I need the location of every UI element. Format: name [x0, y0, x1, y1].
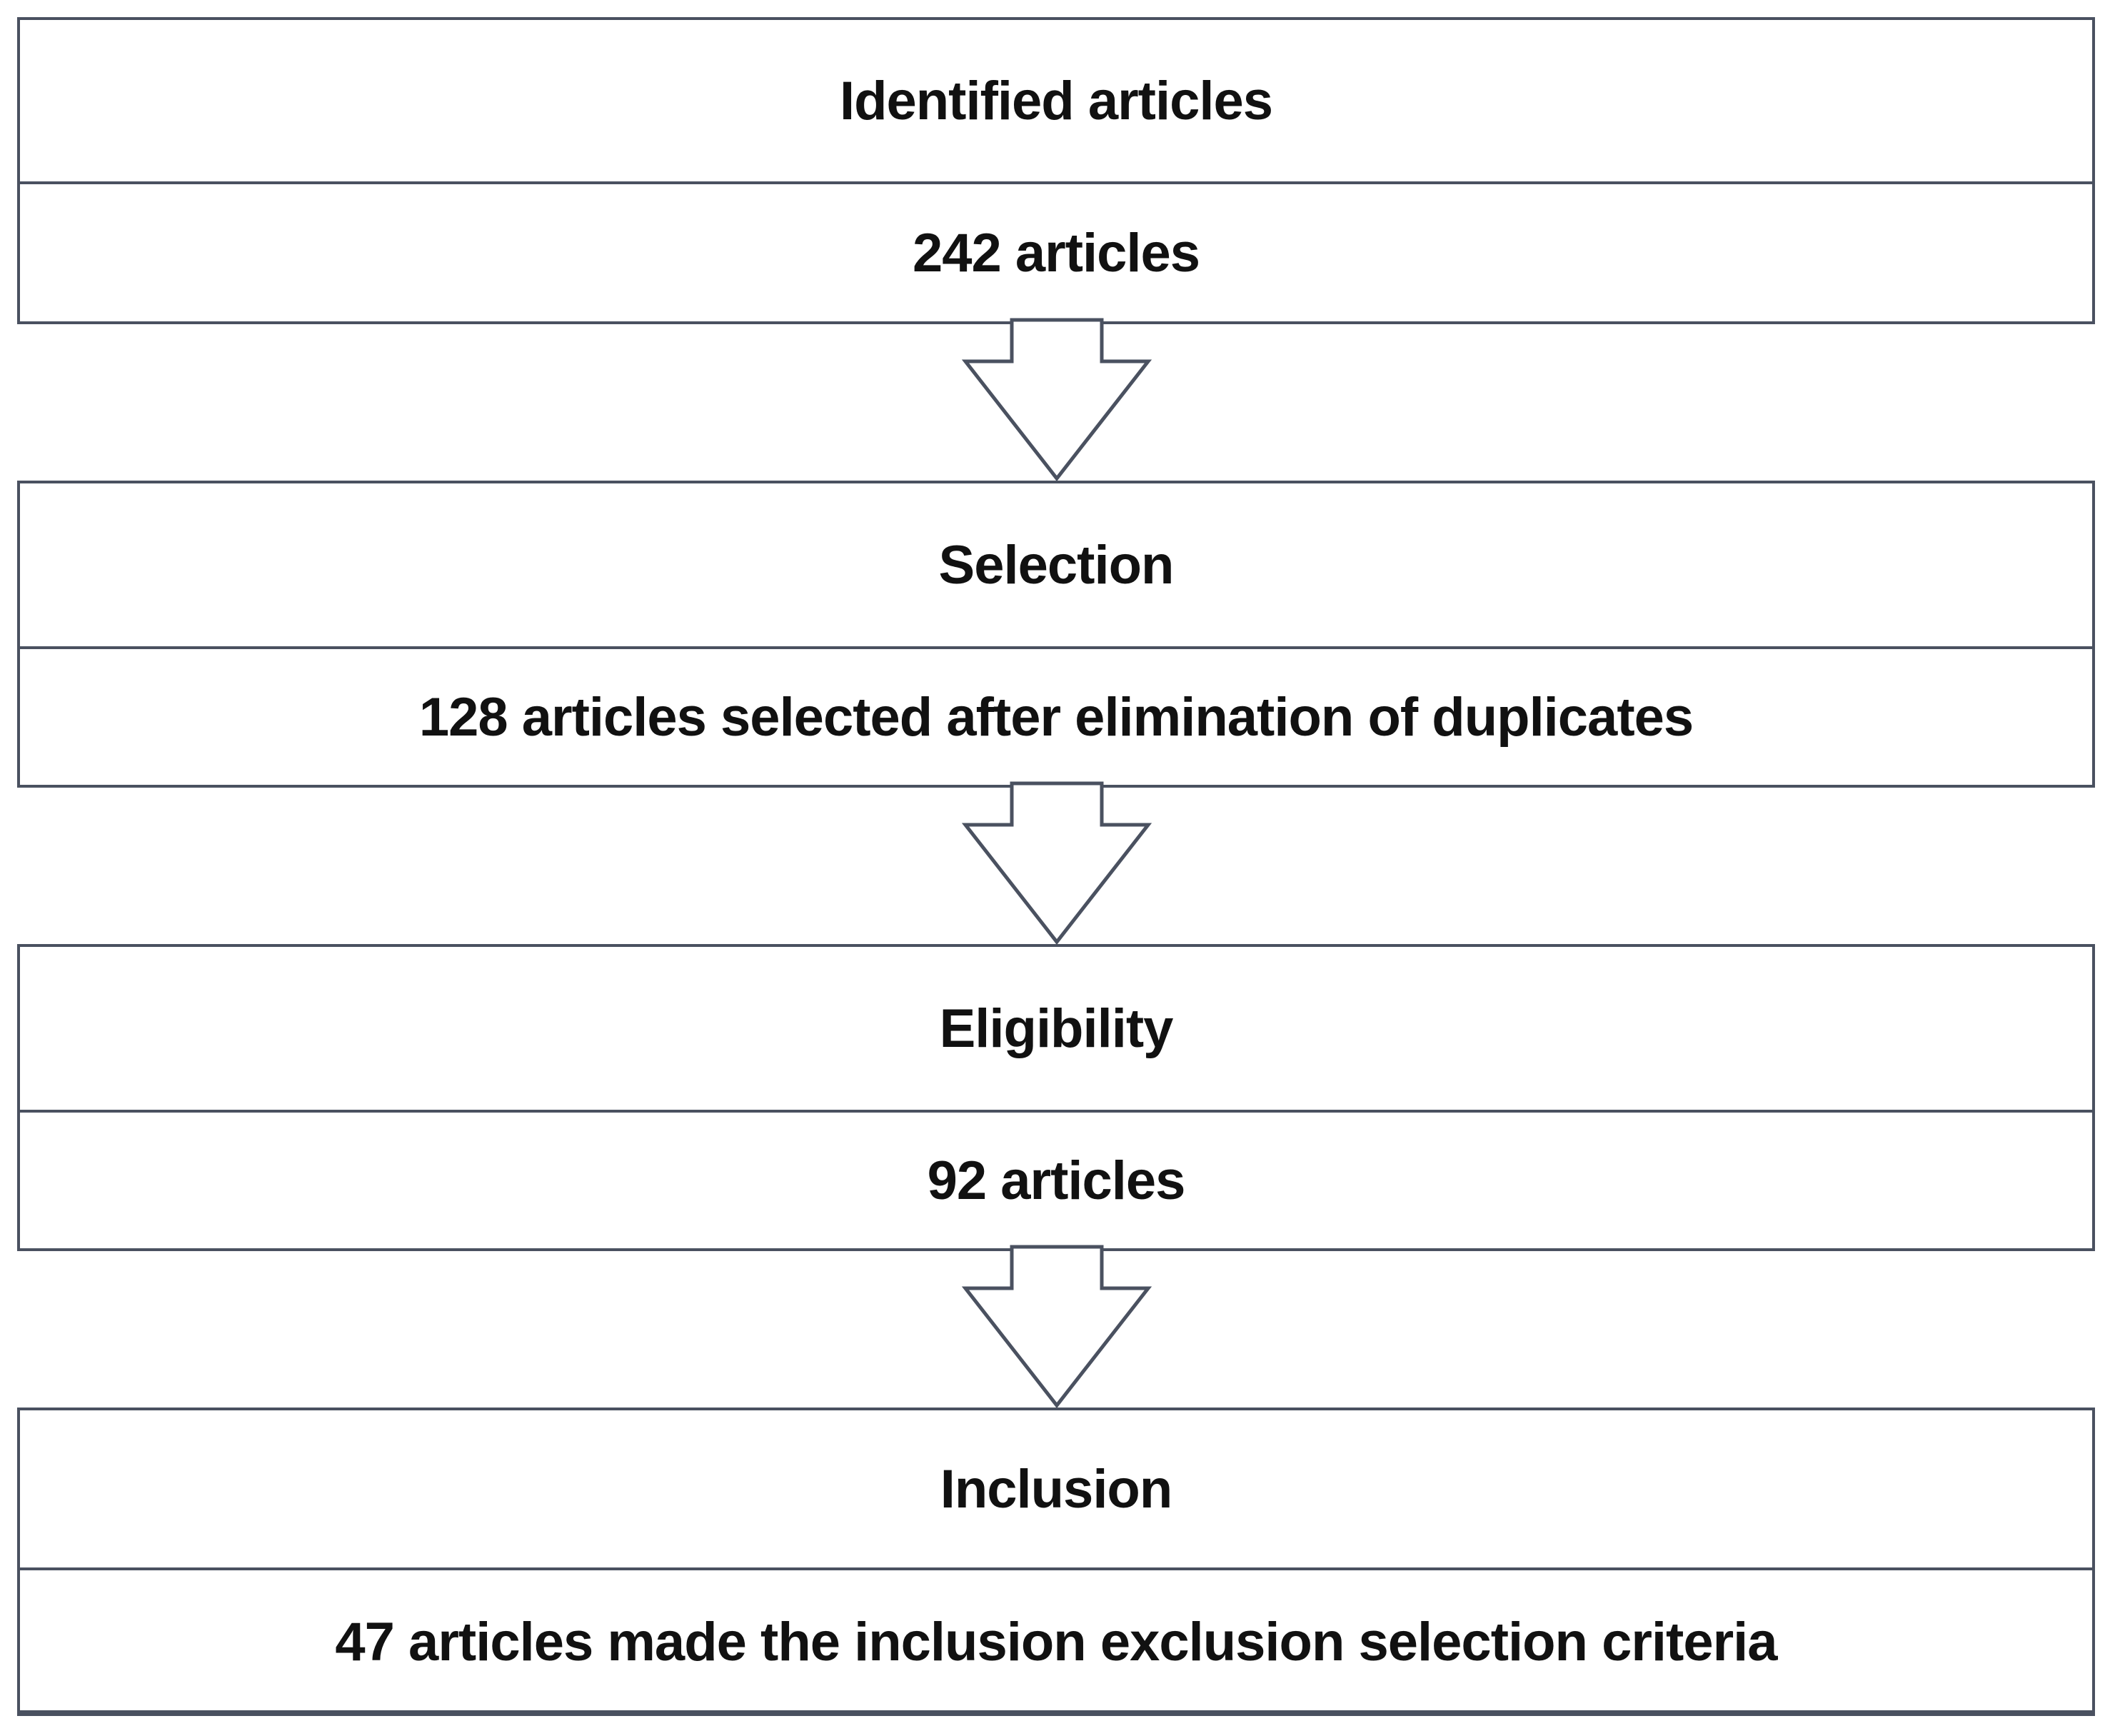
- step-title: Selection: [938, 534, 1175, 596]
- step-detail: 128 articles selected after elimination …: [418, 686, 1694, 748]
- step-detail: 242 articles: [912, 222, 1200, 284]
- step-title: Identified articles: [839, 70, 1273, 131]
- step-title-cell: Eligibility: [20, 947, 2092, 1113]
- step-title: Inclusion: [940, 1458, 1173, 1520]
- step-title-cell: Inclusion: [20, 1410, 2092, 1570]
- step-title-cell: Selection: [20, 483, 2092, 649]
- step-title-cell: Identified articles: [20, 20, 2092, 184]
- step-detail: 47 articles made the inclusion exclusion…: [335, 1611, 1777, 1672]
- step-detail: 92 articles: [927, 1150, 1186, 1211]
- step-detail-cell: 47 articles made the inclusion exclusion…: [20, 1570, 2092, 1713]
- step-inclusion: Inclusion 47 articles made the inclusion…: [17, 1408, 2095, 1716]
- step-title: Eligibility: [939, 998, 1174, 1059]
- down-arrow-icon: [961, 318, 1152, 482]
- step-detail-cell: 242 articles: [20, 184, 2092, 321]
- step-identified: Identified articles 242 articles: [17, 17, 2095, 324]
- step-detail-cell: 128 articles selected after elimination …: [20, 649, 2092, 785]
- step-eligibility: Eligibility 92 articles: [17, 944, 2095, 1251]
- step-selection: Selection 128 articles selected after el…: [17, 481, 2095, 788]
- down-arrow-icon: [961, 1245, 1152, 1409]
- step-detail-cell: 92 articles: [20, 1113, 2092, 1248]
- down-arrow-icon: [961, 781, 1152, 945]
